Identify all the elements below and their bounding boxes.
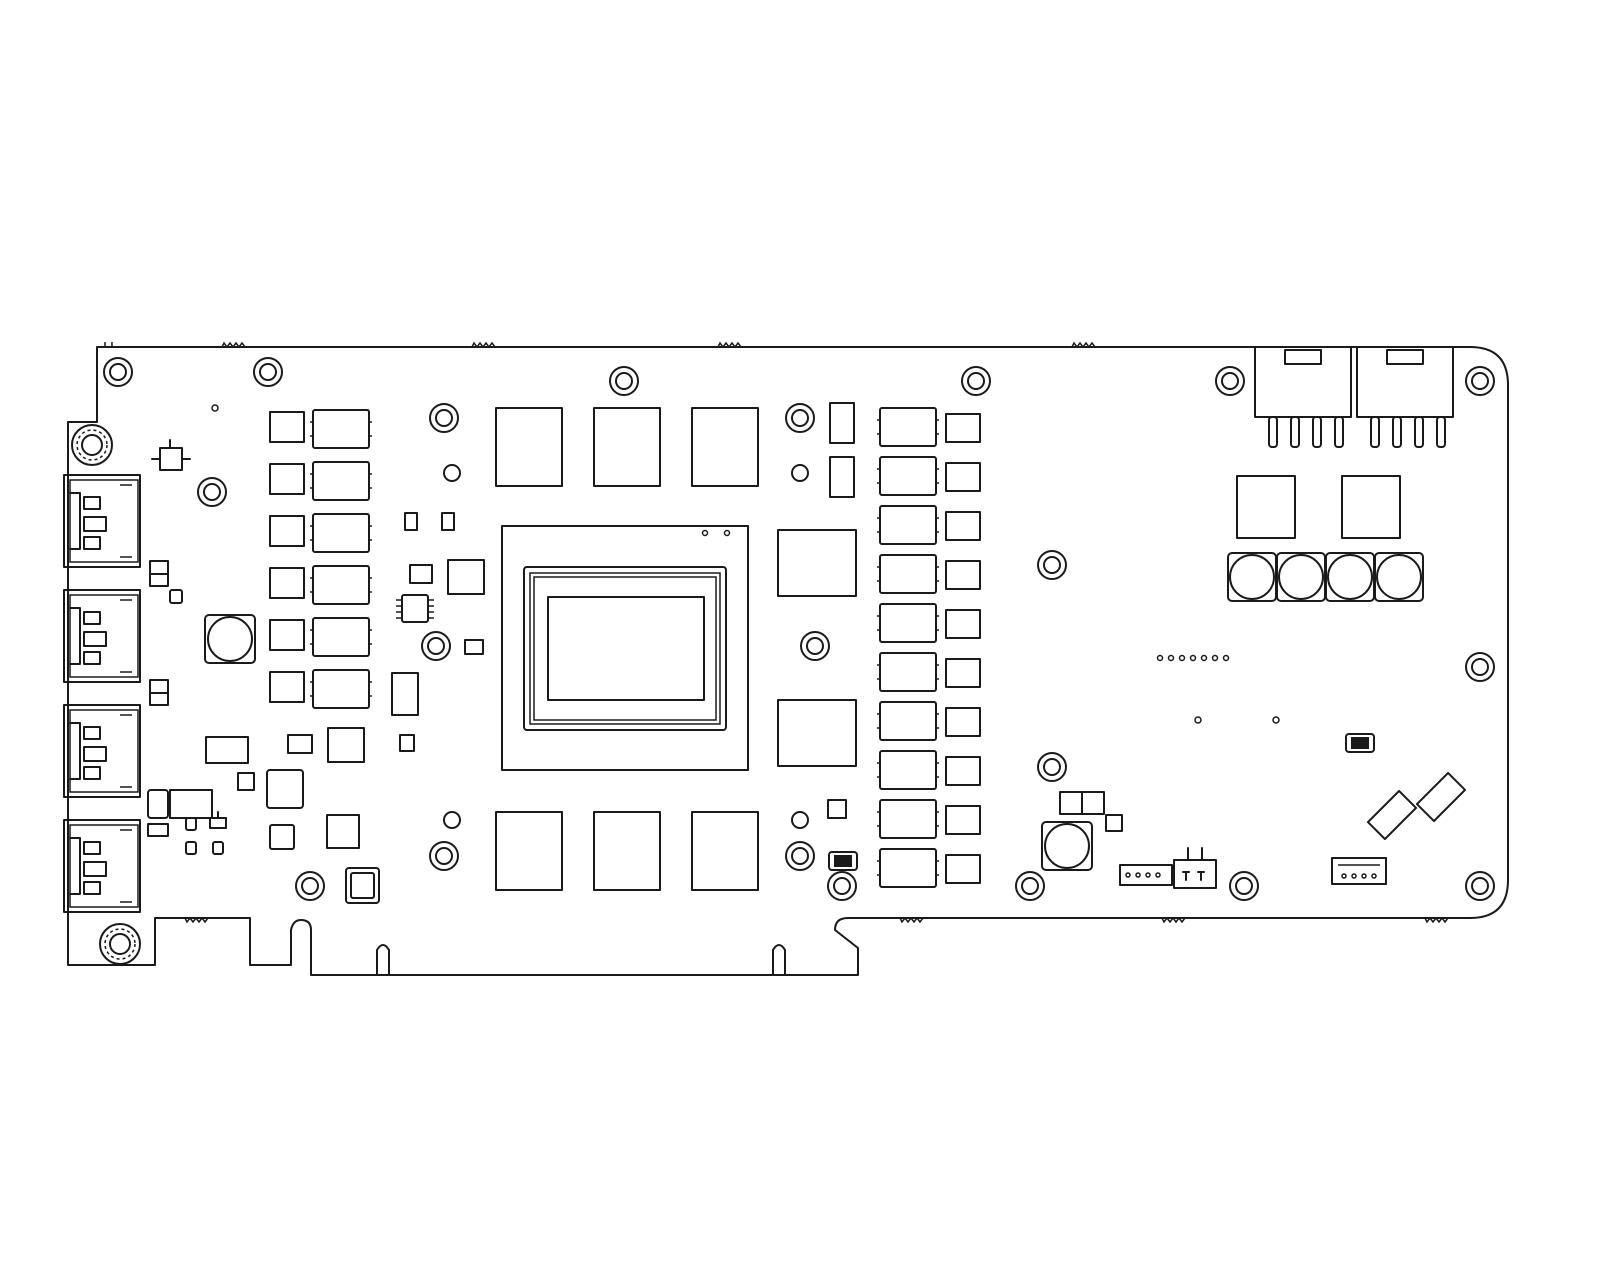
mosfet: [945, 805, 981, 835]
mounting-holes: [71, 357, 1495, 965]
memory-chip: [593, 407, 661, 487]
gpu-package: [501, 525, 749, 771]
via-hole: [791, 464, 809, 482]
choke: [310, 409, 372, 449]
mosfet: [945, 413, 981, 443]
misc-components: [147, 402, 858, 904]
mounting-hole: [609, 366, 639, 396]
choke: [310, 565, 372, 605]
mosfet: [269, 619, 305, 651]
choke: [877, 603, 939, 643]
mounting-hole: [1465, 366, 1495, 396]
mounting-hole: [1015, 871, 1045, 901]
mosfet: [269, 671, 305, 703]
mounting-hole: [1037, 550, 1067, 580]
mosfet: [269, 567, 305, 599]
mosfet: [269, 515, 305, 547]
mounting-hole: [429, 841, 459, 871]
choke: [877, 750, 939, 790]
memory-chip: [495, 407, 563, 487]
mosfet: [945, 854, 981, 884]
mounting-hole: [785, 841, 815, 871]
inductor: [1325, 552, 1375, 602]
right-section-components: [1041, 475, 1467, 889]
test-point: [1189, 654, 1197, 662]
mounting-hole: [197, 477, 227, 507]
mounting-hole: [1465, 871, 1495, 901]
mounting-hole: [421, 631, 451, 661]
mosfet: [945, 462, 981, 492]
test-point: [1167, 654, 1175, 662]
choke: [310, 669, 372, 709]
memory-chips: [495, 407, 759, 891]
power-connector: [1356, 346, 1454, 448]
display-port: [63, 589, 141, 683]
mosfet: [269, 411, 305, 443]
vrm-left: [269, 409, 372, 709]
mosfet: [945, 560, 981, 590]
mounting-hole: [1215, 366, 1245, 396]
edge-marks: [104, 341, 1449, 924]
memory-chip: [593, 811, 661, 891]
board-outline: [67, 346, 1509, 976]
mounting-hole: [1229, 871, 1259, 901]
mounting-hole: [429, 403, 459, 433]
test-point: [1156, 654, 1164, 662]
mosfet: [945, 511, 981, 541]
mosfet: [945, 756, 981, 786]
display-port: [63, 704, 141, 798]
test-point: [1222, 654, 1230, 662]
pcie-edge-connector: [376, 944, 786, 976]
choke: [877, 799, 939, 839]
choke: [877, 701, 939, 741]
mounting-hole: [785, 403, 815, 433]
mounting-hole: [961, 366, 991, 396]
mounting-hole: [1465, 652, 1495, 682]
inductor: [1374, 552, 1424, 602]
inductors-top: [1227, 552, 1424, 602]
vrm-right: [877, 407, 981, 888]
inductor: [1276, 552, 1326, 602]
choke: [877, 407, 939, 447]
mounting-hole: [800, 631, 830, 661]
mounting-hole: [103, 357, 133, 387]
display-port: [63, 474, 141, 568]
bracket-screw: [99, 923, 141, 965]
choke: [877, 652, 939, 692]
choke: [310, 617, 372, 657]
choke: [310, 513, 372, 553]
mosfet: [945, 707, 981, 737]
bracket-screw: [71, 424, 113, 466]
choke: [877, 456, 939, 496]
mounting-hole: [1037, 752, 1067, 782]
via-hole: [443, 811, 461, 829]
mounting-hole: [295, 871, 325, 901]
test-point: [1211, 654, 1219, 662]
choke: [877, 505, 939, 545]
mosfet: [945, 609, 981, 639]
choke: [877, 848, 939, 888]
via-hole: [791, 811, 809, 829]
power-connector: [1254, 346, 1352, 448]
power-connectors: [1254, 346, 1454, 448]
mosfet: [269, 463, 305, 495]
memory-chip: [495, 811, 563, 891]
mounting-hole: [827, 871, 857, 901]
choke: [877, 554, 939, 594]
choke: [310, 461, 372, 501]
mosfet: [945, 658, 981, 688]
test-point: [1178, 654, 1186, 662]
memory-chip: [691, 407, 759, 487]
display-port: [63, 819, 141, 913]
via-hole: [443, 464, 461, 482]
memory-chip: [691, 811, 759, 891]
inductor: [1227, 552, 1277, 602]
test-point: [1200, 654, 1208, 662]
display-ports: [63, 474, 141, 913]
mounting-hole: [253, 357, 283, 387]
